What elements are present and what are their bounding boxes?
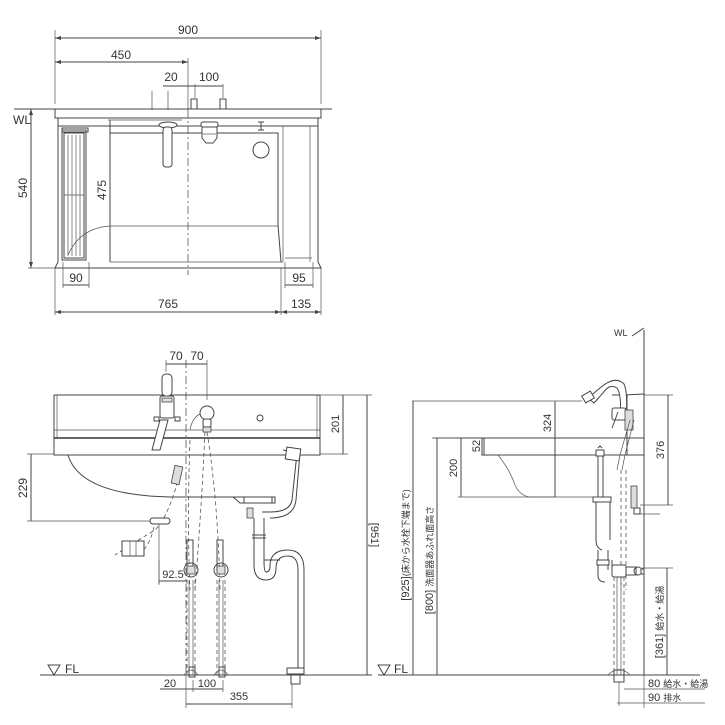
dim-supply-spacing: 20 100 bbox=[160, 678, 224, 692]
overflow-front bbox=[256, 414, 264, 422]
floor-marker-side-icon bbox=[377, 664, 391, 676]
side-view: WL bbox=[377, 327, 708, 708]
dim-800-label: [800]洗面器あふれ面高さ bbox=[424, 506, 436, 614]
wall-line-label: WL bbox=[13, 113, 31, 127]
dim-100-front-label: 100 bbox=[198, 678, 216, 690]
dim-540-label: 540 bbox=[16, 178, 30, 198]
thermostat-box bbox=[121, 517, 171, 585]
front-bowl bbox=[67, 454, 236, 498]
popup-rod-side bbox=[595, 445, 605, 501]
dim-201-label: 201 bbox=[330, 415, 342, 433]
dim-229-label: 229 bbox=[16, 478, 30, 498]
dim-20-label: 20 bbox=[164, 70, 178, 84]
dim-rim-from-floor: [800]洗面器あふれ面高さ bbox=[424, 437, 460, 675]
dim-depth: 540 bbox=[16, 109, 55, 269]
dim-right-shelf: 95 bbox=[284, 262, 314, 288]
dim-900-label: 900 bbox=[178, 23, 198, 37]
dim-475-label: 475 bbox=[95, 180, 109, 200]
dim-bowl-depth: 475 bbox=[95, 119, 182, 262]
dim-324-label: 324 bbox=[542, 414, 554, 432]
dim-drain-offset: 355 bbox=[185, 675, 293, 708]
dim-450-label: 450 bbox=[111, 48, 131, 62]
dim-total-height: [951] bbox=[348, 394, 380, 675]
dim-135-label: 135 bbox=[291, 297, 311, 311]
dim-90-label: 90 bbox=[69, 271, 83, 285]
floor-line-label-side: FL bbox=[394, 662, 408, 676]
dim-left-shelf: 90 bbox=[62, 262, 90, 288]
top-view: 900 450 20 100 WL bbox=[13, 23, 332, 315]
dim-52-label: 52 bbox=[471, 440, 483, 452]
dim-bowl-width: 765 135 bbox=[54, 268, 322, 315]
dim-355-label: 355 bbox=[230, 691, 248, 703]
dim-20-front-label: 20 bbox=[164, 678, 176, 690]
dim-bowl-below: 229 bbox=[16, 453, 150, 522]
dim-bowl-depth-side: 200 bbox=[448, 438, 600, 498]
wall-line-label-side: WL bbox=[614, 328, 628, 338]
dim-70-left-label: 70 bbox=[169, 349, 183, 363]
supply-pipes-front bbox=[183, 539, 229, 678]
dim-rim-thickness: 52 bbox=[471, 438, 485, 455]
dim-faucet-height: 324 bbox=[412, 400, 582, 497]
dim-92-5-label: 92.5 bbox=[162, 569, 183, 581]
dim-361-label: [361]給水・給湯 bbox=[654, 586, 666, 658]
dim-951-label: [951] bbox=[368, 523, 380, 547]
popup-knob-front bbox=[189, 405, 215, 433]
floor-line-label-front: FL bbox=[65, 662, 79, 676]
dim-376-label: 376 bbox=[655, 441, 667, 459]
front-counter bbox=[53, 394, 321, 456]
faucet-front bbox=[151, 373, 181, 451]
overflow-hole bbox=[252, 121, 270, 159]
faucet-top bbox=[158, 121, 178, 168]
dim-200-label: 200 bbox=[448, 459, 460, 477]
dim-70-right-label: 70 bbox=[190, 349, 204, 363]
front-view: 70 70 bbox=[16, 349, 380, 708]
faucet-side bbox=[580, 379, 635, 471]
dim-95-label: 95 bbox=[292, 271, 306, 285]
dim-trap-offset: 92.5 bbox=[158, 560, 187, 584]
dim-backsplash: 376 bbox=[640, 394, 673, 506]
dim-100-label: 100 bbox=[199, 70, 219, 84]
dim-counter-height: 201 bbox=[320, 394, 348, 455]
dim-faucet-offsets: 20 100 bbox=[151, 70, 227, 110]
drain-top bbox=[200, 121, 219, 144]
dim-overall-width: 900 bbox=[54, 23, 322, 104]
drain-trap-front bbox=[231, 446, 305, 685]
dim-925-label: [925](床から水栓下端まで) bbox=[400, 489, 412, 600]
dim-center-offset: 450 bbox=[55, 48, 189, 110]
dim-supply-height: [361]給水・給湯 bbox=[642, 567, 673, 675]
dim-faucet-spread: 70 70 bbox=[165, 349, 208, 400]
supply-valve-side bbox=[607, 560, 645, 706]
floor-marker-icon bbox=[47, 664, 61, 676]
dim-faucet-from-floor: [925](床から水栓下端まで) bbox=[400, 401, 414, 675]
dim-765-label: 765 bbox=[158, 297, 178, 311]
towel-rack bbox=[61, 127, 89, 261]
